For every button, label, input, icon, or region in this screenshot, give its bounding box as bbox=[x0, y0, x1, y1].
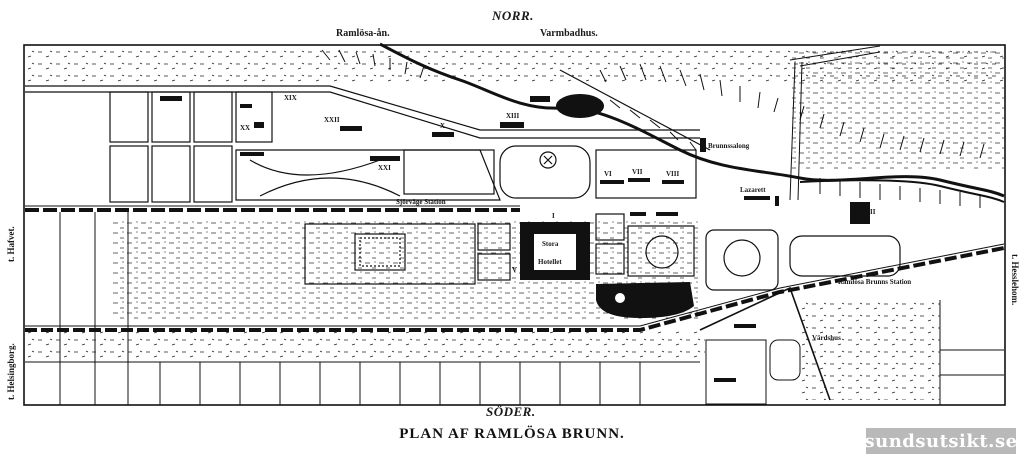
pond-south bbox=[596, 282, 694, 318]
numeral-viii: VIII bbox=[666, 170, 680, 178]
railway-branch bbox=[699, 286, 831, 401]
label-sjorvags-station: Sjörväge Station bbox=[396, 198, 446, 206]
middle-blocks bbox=[304, 213, 901, 291]
numeral-xx: XX bbox=[240, 124, 251, 132]
south-grid bbox=[25, 212, 1004, 405]
numeral-vii: VII bbox=[632, 168, 643, 176]
label-to-helsingborg: t. Helsingborg. bbox=[6, 343, 16, 400]
southeast-field bbox=[800, 300, 940, 400]
east-field bbox=[790, 50, 1004, 170]
west-blocks bbox=[109, 91, 273, 203]
label-ramlosa-an: Ramlösa-ån. bbox=[336, 28, 390, 39]
numeral-xxii: XXII bbox=[324, 116, 340, 124]
watermark: sundsutsikt.se bbox=[864, 428, 1017, 454]
label-to-hafvet: t. Hafvet. bbox=[6, 226, 16, 262]
numeral-vi: VI bbox=[604, 170, 612, 178]
label-stora-hotellet-1: Stora bbox=[542, 240, 559, 248]
numeral-x: X bbox=[440, 122, 446, 130]
label-ramlosa-brunns-station: Ramlösa Brunns Station bbox=[838, 278, 912, 286]
numeral-v: V bbox=[512, 266, 518, 274]
map-frame bbox=[23, 44, 1006, 406]
south-field bbox=[25, 330, 705, 360]
label-stora-hotellet-2: Hotellet bbox=[538, 258, 562, 266]
road-diagonal bbox=[559, 69, 711, 151]
label-lazarett: Lazarett bbox=[740, 186, 766, 194]
compass-south: SÖDER. bbox=[486, 404, 536, 419]
numeral-ii: II bbox=[870, 208, 876, 216]
railway-upper bbox=[25, 205, 520, 212]
label-varmbadhus: Varmbadhus. bbox=[540, 28, 598, 39]
label-to-hesslehom: t. Hesslehom. bbox=[1010, 254, 1020, 306]
map-title: PLAN AF RAMLÖSA BRUNN. bbox=[399, 426, 625, 442]
numeral-i: I bbox=[552, 212, 555, 220]
central-gardens bbox=[235, 145, 697, 201]
road-upper bbox=[25, 85, 700, 131]
label-vardshus: Värdshus bbox=[812, 334, 841, 342]
label-brunnssalong: Brunnssalong bbox=[708, 142, 750, 150]
numeral-xix: XIX bbox=[284, 94, 297, 102]
railway-main bbox=[25, 243, 1005, 332]
numeral-xxi: XXI bbox=[378, 164, 391, 172]
compass-north: NORR. bbox=[492, 8, 534, 23]
small-buildings bbox=[160, 96, 870, 382]
pond-north bbox=[556, 94, 604, 118]
numeral-xiii: XIII bbox=[506, 112, 520, 120]
hill-hatching bbox=[321, 49, 985, 208]
